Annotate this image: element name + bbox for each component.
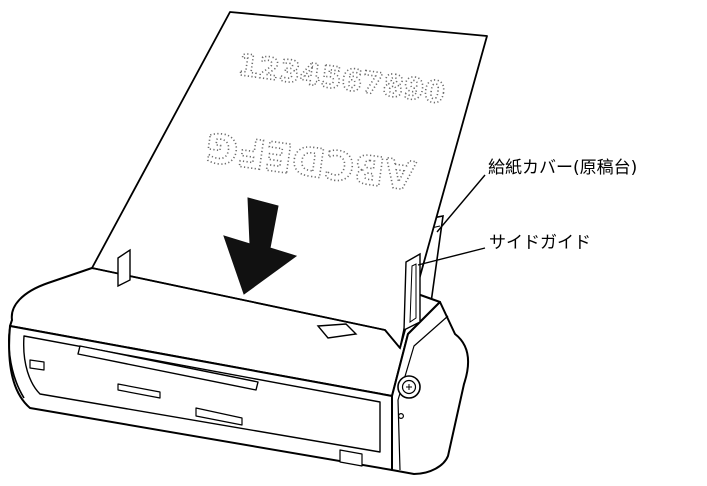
paper-cover-callout-line [436,174,486,233]
status-led [398,413,405,420]
scanner-body [8,267,470,475]
paper-cover-label: 給紙カバー(原稿台) [488,158,638,178]
power-button-icon [397,375,421,399]
side-guide [117,248,421,332]
side-guide-label: サイドガイド [489,233,591,253]
side-guide-callout-line [417,247,486,266]
lid-latch [316,323,358,339]
down-arrow-icon [223,197,298,295]
